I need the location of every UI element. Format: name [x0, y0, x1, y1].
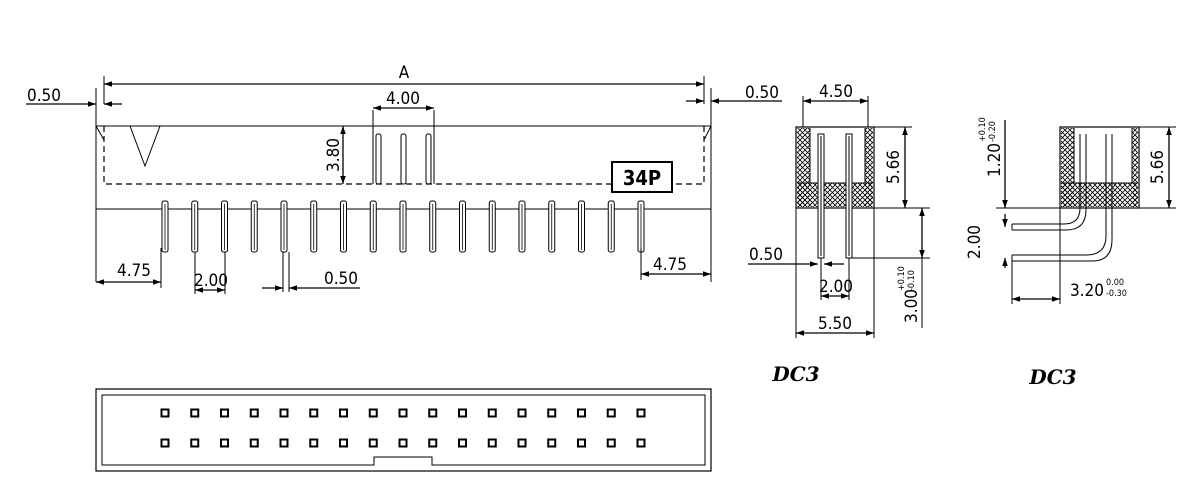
ra-height-text: 5.66 [1148, 150, 1168, 184]
bottom-pin [160, 438, 170, 448]
dim-body-height: 3.80 [324, 126, 346, 184]
ra-bend-text: 3.20 [1070, 281, 1104, 301]
dim-right-offset-text: 0.50 [745, 83, 779, 103]
bottom-pin [190, 408, 200, 418]
bottom-pin [339, 408, 348, 418]
polarization-triangle [129, 125, 161, 168]
bottom-pin [458, 408, 467, 418]
ra-top-offset-text: 1.20 [985, 143, 1005, 177]
side-top-width-text: 4.50 [819, 82, 853, 102]
dim-pin-width: 0.50 [262, 252, 360, 292]
bottom-view [95, 388, 712, 472]
side-pitch-text: 2.00 [819, 277, 853, 297]
side-base-width-text: 5.50 [818, 314, 852, 334]
dim-pitch: 2.00 [194, 252, 228, 294]
dim-right-offset: 0.50 [686, 83, 782, 104]
side-height-text: 5.66 [884, 150, 904, 184]
dim-body-height-text: 3.80 [324, 138, 344, 172]
dim-pitch-text: 2.00 [194, 271, 228, 291]
bottom-pin [547, 408, 557, 418]
dim-left-offset-text: 0.50 [27, 86, 61, 106]
dim-right-end-text: 4.75 [653, 255, 687, 275]
ra-top-offset-tol-lower: -0.20 [988, 121, 998, 142]
dim-overall: A [103, 63, 705, 104]
side-right-angle-label: DC3 [1028, 365, 1076, 389]
bottom-pin [606, 408, 616, 418]
bottom-pin [368, 408, 378, 418]
bottom-pin [279, 438, 289, 448]
bottom-pin [517, 408, 527, 418]
side-pin-length-tol-upper: +0.10 [897, 266, 907, 291]
dim-left-offset: 0.50 [26, 86, 122, 107]
ra-top-offset-tol-upper: +0.10 [978, 117, 988, 142]
bottom-pin [458, 438, 467, 448]
front-pins [161, 200, 645, 253]
bottom-pin [517, 438, 527, 448]
bottom-pin [636, 438, 646, 448]
bottom-pin [487, 408, 497, 418]
bottom-pin [547, 438, 557, 448]
ra-bend-tol-upper: 0.00 [1106, 278, 1124, 288]
bottom-pin [160, 408, 170, 418]
bottom-pin [309, 408, 319, 418]
bottom-pin [220, 408, 229, 418]
dim-key-width: 4.00 [373, 89, 434, 111]
bottom-pin [309, 438, 319, 448]
bottom-pin [577, 408, 586, 418]
bottom-pin [190, 438, 200, 448]
side-pin-length-text: 3.00 [902, 289, 922, 323]
dim-left-end: 4.75 [96, 248, 162, 288]
bottom-pin [636, 408, 646, 418]
bottom-pin [368, 438, 378, 448]
pin-count-label: 34P [623, 166, 661, 190]
side-view-right-angle: 1.20 +0.10 -0.20 5.66 2.00 3.20 0.00 -0.… [965, 117, 1176, 389]
side-straight-label: DC3 [771, 362, 819, 386]
bottom-pins [160, 408, 646, 448]
bottom-pin [249, 438, 259, 448]
dim-overall-text: A [399, 63, 410, 83]
side-pin-length-tol-lower: -0.10 [907, 270, 917, 291]
dim-right-end: 4.75 [640, 248, 711, 280]
pin-count-box [611, 161, 673, 193]
front-view: 34P A 0.50 0.50 4.00 3.80 [26, 63, 782, 294]
side-view-straight: 4.50 5.66 3.00 +0.10 -0.10 0.50 2.00 5.5… [748, 82, 930, 386]
bottom-pin [339, 438, 348, 448]
ra-pitch-text: 2.00 [965, 225, 985, 259]
bottom-pin [606, 438, 616, 448]
bottom-pin [428, 438, 438, 448]
dim-left-end-text: 4.75 [117, 261, 151, 281]
bottom-pin [220, 438, 229, 448]
bottom-pin [249, 408, 259, 418]
dim-key-width-text: 4.00 [386, 89, 420, 109]
side-pin-width-text: 0.50 [749, 245, 783, 265]
bottom-pin [577, 438, 586, 448]
dim-pin-width-text: 0.50 [324, 269, 358, 289]
ra-bend-tol-lower: -0.30 [1106, 289, 1127, 299]
key-window [372, 110, 435, 185]
bottom-pin [487, 438, 497, 448]
bottom-pin [279, 408, 289, 418]
bottom-pin [428, 408, 438, 418]
bottom-pin [398, 408, 408, 418]
bottom-pin [398, 438, 408, 448]
